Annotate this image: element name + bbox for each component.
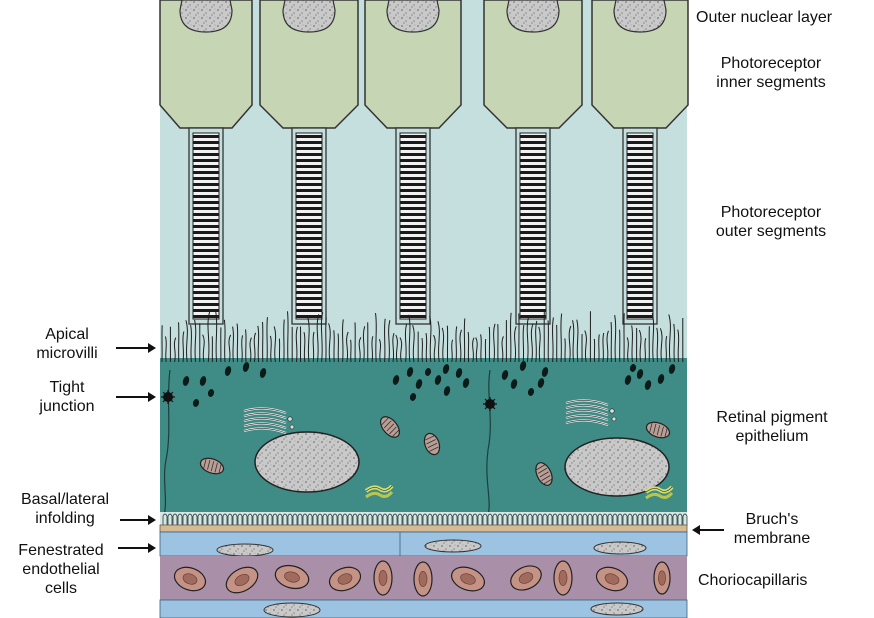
outer-segment-3 — [396, 128, 430, 324]
outer-segment-2 — [292, 128, 326, 324]
tight-junction-label-line2: junction — [20, 397, 114, 416]
inner-segments-label: Photoreceptor inner segments — [696, 54, 846, 92]
outer-segments-label-line1: Photoreceptor — [696, 203, 846, 222]
bruchs-membrane-arrow — [694, 529, 724, 531]
choriocapillaris-label: Choriocapillaris — [698, 571, 807, 590]
bruchs-membrane-label-line1: Bruch's — [722, 510, 822, 529]
outer-segments-label-line2: outer segments — [696, 222, 846, 241]
red-blood-cell — [414, 562, 432, 596]
tight-junction-label-line1: Tight — [20, 378, 114, 397]
apical-microvilli-arrow — [116, 347, 154, 349]
fenestrated-label-line3: cells — [6, 579, 116, 598]
rpe-label-line1: Retinal pigment — [696, 408, 848, 427]
rpe-nucleus-left — [255, 432, 359, 492]
outer-segment-4 — [516, 128, 550, 324]
apical-microvilli-label: Apical microvilli — [20, 325, 114, 363]
tight-junction-left — [161, 390, 175, 404]
lower-endothelium — [160, 600, 687, 618]
bruchs-membrane — [160, 525, 687, 532]
fenestrated-label-line1: Fenestrated — [6, 541, 116, 560]
choriocapillaris-layer — [160, 556, 687, 602]
outer-segment-1 — [189, 128, 223, 324]
basal-infolding-label-line1: Basal/lateral — [4, 490, 126, 509]
apical-microvilli-label-line1: Apical — [20, 325, 114, 344]
fenestrated-label-line2: endothelial — [6, 560, 116, 579]
inner-segments-label-line2: inner segments — [696, 73, 846, 92]
apical-microvilli-label-line2: microvilli — [20, 344, 114, 363]
outer-segment-5 — [623, 128, 657, 324]
photoreceptor-nucleus-3 — [387, 0, 439, 32]
bruchs-membrane-label: Bruch's membrane — [722, 510, 822, 548]
outer-segments-label: Photoreceptor outer segments — [696, 203, 846, 241]
basal-infolding — [160, 512, 687, 526]
red-blood-cell — [654, 562, 670, 594]
red-blood-cell — [374, 561, 392, 595]
fenestrated-endothelial-label: Fenestrated endothelial cells — [6, 541, 116, 598]
rpe-label: Retinal pigment epithelium — [696, 408, 848, 446]
red-blood-cell — [554, 561, 572, 595]
photoreceptor-nucleus-1 — [180, 0, 232, 32]
basal-infolding-label: Basal/lateral infolding — [4, 490, 126, 528]
bruchs-membrane-label-line2: membrane — [722, 529, 822, 548]
inner-segment-2 — [260, 0, 358, 128]
inner-segments-label-line1: Photoreceptor — [696, 54, 846, 73]
rpe-label-line2: epithelium — [696, 427, 848, 446]
outer-nuclear-layer-label: Outer nuclear layer — [696, 8, 832, 27]
inner-segment-1 — [160, 0, 252, 128]
inner-segment-5 — [592, 0, 688, 128]
photoreceptor-inner-segments — [160, 0, 688, 128]
tight-junction-right — [483, 397, 497, 411]
tight-junction-label: Tight junction — [20, 378, 114, 416]
endothelium-layer — [160, 532, 687, 556]
basal-infolding-arrow — [120, 519, 154, 521]
photoreceptor-nucleus-5 — [614, 0, 666, 32]
basal-infolding-label-line2: infolding — [4, 509, 126, 528]
photoreceptor-nucleus-2 — [283, 0, 335, 32]
fenestrated-arrow — [118, 547, 154, 549]
inner-segment-3 — [365, 0, 461, 128]
tight-junction-arrow — [116, 396, 154, 398]
inner-segment-4 — [484, 0, 582, 128]
photoreceptor-nucleus-4 — [507, 0, 559, 32]
